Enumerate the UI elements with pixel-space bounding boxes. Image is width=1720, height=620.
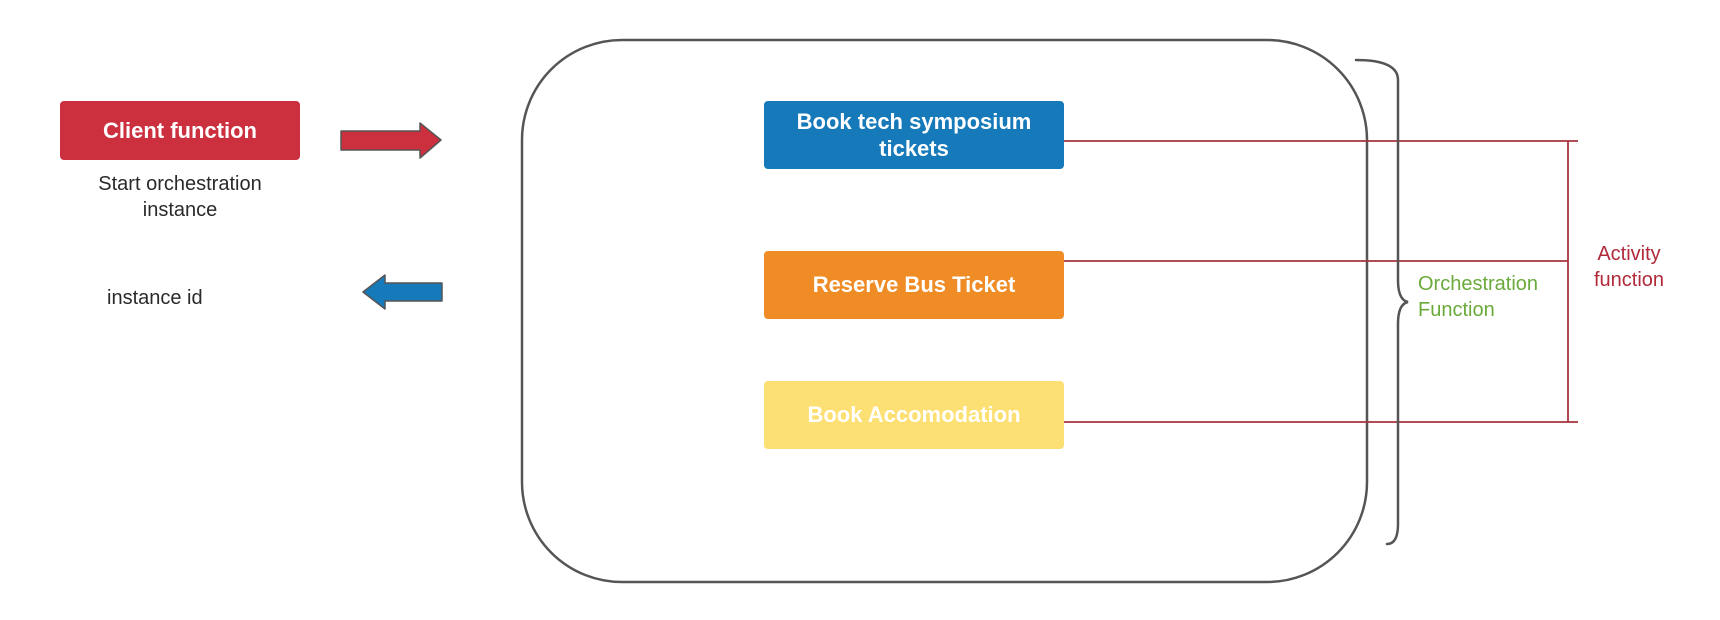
return-arrow-icon <box>362 274 443 310</box>
orchestration-function-label: Orchestration Function <box>1418 273 1539 321</box>
orchestration-brace <box>1354 58 1409 546</box>
activity-function-label: Activity function <box>1593 243 1665 291</box>
client-function-box: Client function <box>60 101 300 160</box>
instance-id-text: instance id <box>107 287 203 309</box>
activity-box-bus-ticket: Reserve Bus Ticket <box>764 251 1064 319</box>
start-orchestration-text: Start orchestration instance <box>98 173 262 221</box>
start-arrow-icon <box>340 122 442 159</box>
activity-box-accomodation: Book Accomodation <box>764 381 1064 449</box>
activity-box-tech-tickets: Book tech symposium tickets <box>764 101 1064 169</box>
orchestration-container <box>520 38 1369 584</box>
